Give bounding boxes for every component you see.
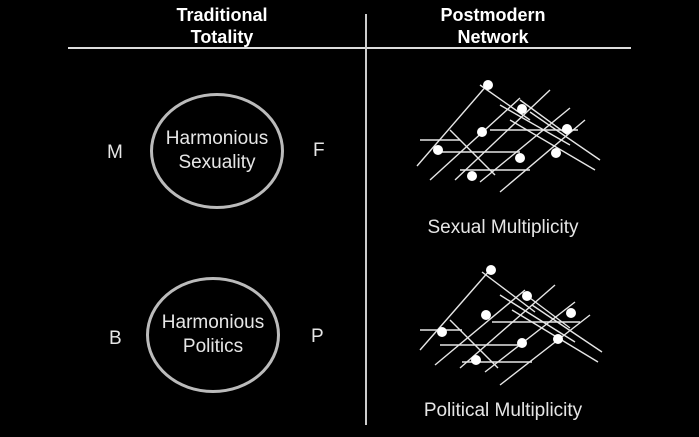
network-link	[529, 111, 601, 161]
network-node	[483, 80, 493, 90]
network-node	[471, 355, 481, 365]
header-line-1: Postmodern	[440, 5, 546, 25]
network-node	[515, 153, 525, 163]
network-link	[519, 99, 569, 136]
p-letter: P	[311, 326, 324, 347]
network-link	[449, 319, 499, 369]
political-multiplicity-network	[419, 265, 603, 386]
postmodern-network-header: Postmodern Network	[373, 4, 613, 48]
circle-line-1: Harmonious	[165, 128, 269, 149]
network-link	[416, 83, 489, 167]
circle-line-2: Sexuality	[178, 152, 256, 173]
network-link	[459, 284, 556, 369]
network-node	[486, 265, 496, 275]
circle-line-1: Harmonious	[161, 312, 265, 333]
left-header-rule	[68, 47, 365, 49]
network-node	[467, 171, 477, 181]
political-multiplicity-caption: Political Multiplicity	[423, 400, 583, 421]
network-node	[566, 308, 576, 318]
network-link	[499, 294, 576, 343]
female-letter: F	[313, 140, 325, 161]
network-link	[481, 271, 536, 313]
sexual-multiplicity-caption: Sexual Multiplicity	[427, 217, 579, 238]
sexual-multiplicity-network	[416, 80, 601, 193]
network-link	[419, 269, 491, 351]
network-node	[517, 338, 527, 348]
network-node	[517, 104, 527, 114]
b-letter: B	[109, 328, 122, 349]
network-link	[499, 104, 571, 146]
network-link	[479, 84, 531, 121]
circle-line-2: Politics	[182, 336, 244, 357]
network-node	[551, 148, 561, 158]
network-link	[484, 301, 576, 373]
header-line-2: Totality	[190, 27, 254, 47]
column-divider	[365, 14, 367, 425]
harmonious-politics-circle: Harmonious Politics	[146, 277, 280, 393]
network-link	[509, 119, 596, 171]
network-node	[562, 124, 572, 134]
network-node	[522, 291, 532, 301]
network-link	[531, 304, 603, 353]
network-link	[499, 314, 591, 386]
network-node	[477, 127, 487, 137]
network-node	[437, 327, 447, 337]
traditional-totality-header: Traditional Totality	[102, 4, 342, 48]
network-link	[449, 129, 496, 176]
network-link	[454, 89, 551, 181]
network-node	[481, 310, 491, 320]
right-header-rule	[367, 47, 631, 49]
male-letter: M	[107, 142, 123, 163]
network-link	[434, 289, 526, 366]
header-line-1: Traditional	[176, 5, 268, 25]
network-node	[433, 145, 443, 155]
harmonious-sexuality-circle: Harmonious Sexuality	[150, 93, 284, 209]
network-node	[553, 334, 563, 344]
network-link	[429, 97, 521, 181]
header-line-2: Network	[457, 27, 529, 47]
